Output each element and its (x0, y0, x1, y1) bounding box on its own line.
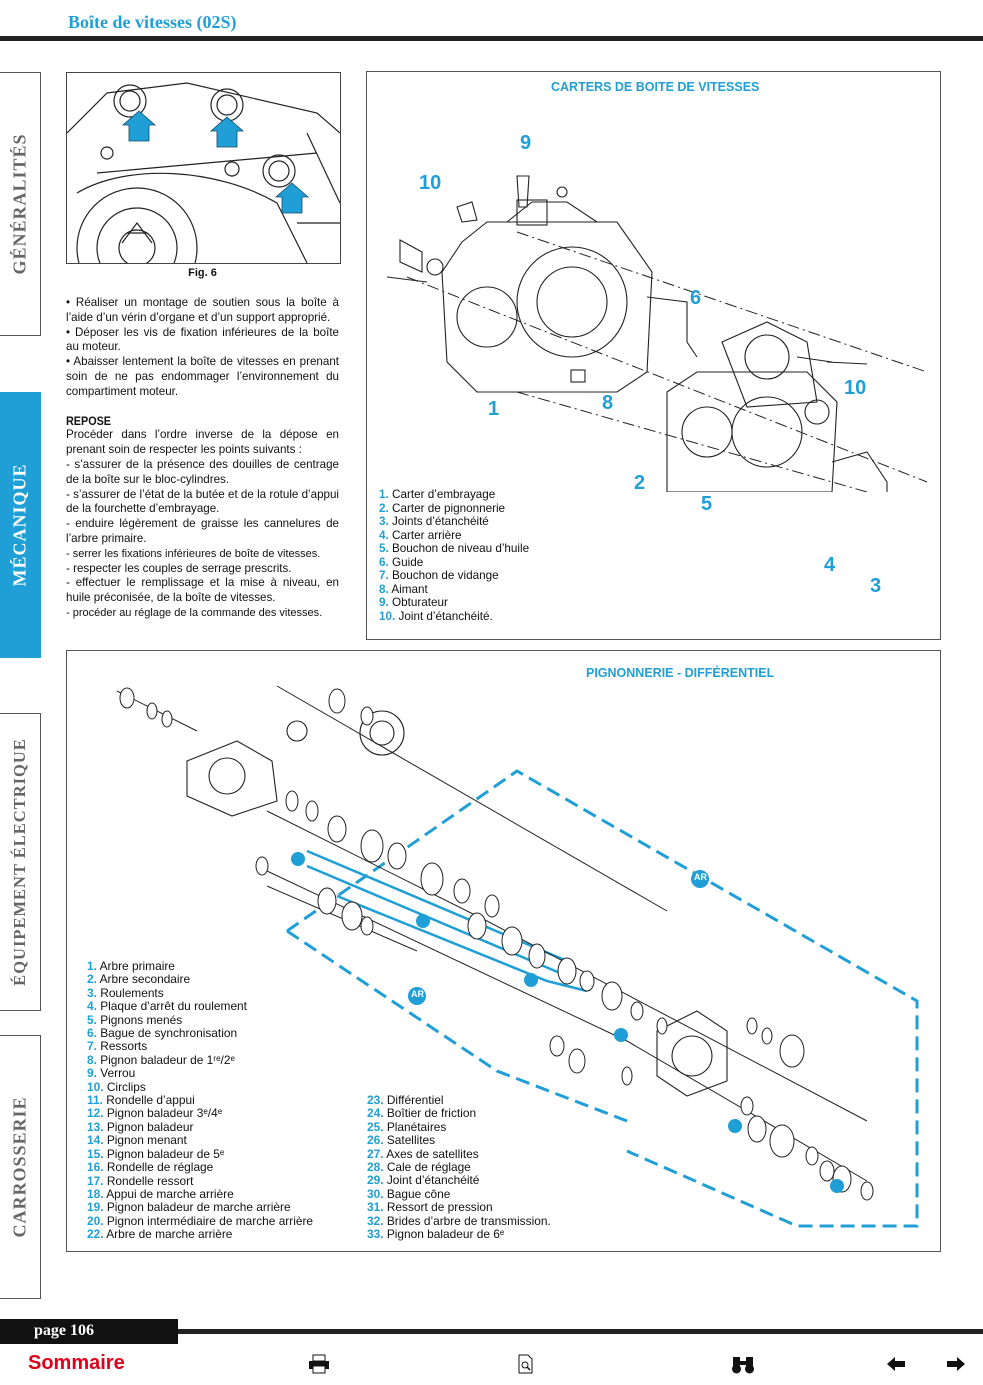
callout-3: 3 (870, 575, 882, 597)
pignonnerie-legend-right: 23. Différentiel 24. Boîtier de friction… (367, 1093, 551, 1242)
legend-item: 9. Obturateur (379, 596, 448, 609)
page-title: Boîte de vitesses (02S) (68, 12, 237, 32)
paragraph: - serrer les fixations inférieures de bo… (66, 547, 321, 560)
legend-item: 18. Appui de marche arrière (87, 1186, 234, 1201)
legend-item: 26. Satellites (367, 1133, 436, 1148)
legend-item: 8. Pignon baladeur de 1ʳᵉ/2ᵉ (87, 1052, 235, 1067)
callout-10b: 10 (844, 377, 867, 399)
sommaire-link[interactable]: Sommaire (28, 1352, 125, 1374)
legend-item: 29. Joint d’étanchéité (367, 1173, 480, 1188)
legend-item: 6. Guide (379, 555, 424, 569)
pignonnerie-exploded-diagram (116, 685, 919, 1228)
tab-equipement-electrique[interactable]: ÉQUIPEMENT ÉLECTRIQUE (0, 713, 41, 1011)
callout-2: 2 (634, 472, 646, 494)
procedure-text: • Réaliser un montage de soutien sous la… (66, 296, 339, 621)
tab-generalites[interactable]: GÉNÉRALITÉS (0, 72, 41, 336)
legend-item: 10. Joint d’étanchéité. (379, 609, 493, 623)
legend-item: 13. Pignon baladeur (87, 1119, 194, 1134)
figure-6-illustration (66, 72, 341, 264)
legend-item: 9. Verrou (87, 1066, 136, 1081)
carters-legend: 1. Carter d’embrayage 2. Carter de pigno… (379, 488, 529, 623)
tab-label: MÉCANIQUE (9, 463, 30, 587)
legend-item: 6. Bague de synchronisation (87, 1026, 238, 1041)
carters-panel: CARTERS DE BOITE DE VITESSES 9 (366, 71, 941, 640)
pignonnerie-legend-left: 1. Arbre primaire 2. Arbre secondaire 3.… (87, 959, 314, 1242)
tab-label: ÉQUIPEMENT ÉLECTRIQUE (10, 738, 29, 986)
legend-item: 19. Pignon baladeur de marche arrière (87, 1200, 291, 1215)
paragraph: - s’assurer de la présence des douilles … (66, 457, 339, 486)
legend-item: 22. Arbre de marche arrière (87, 1227, 233, 1242)
ar-label: AR (411, 989, 424, 999)
legend-item: 4. Plaque d’arrêt du roulement (87, 999, 247, 1014)
legend-item: 3. Roulements (87, 985, 164, 1000)
page-number: page 106 (34, 1322, 94, 1339)
tab-label: GÉNÉRALITÉS (9, 133, 30, 275)
ar-label: AR (694, 872, 707, 882)
legend-item: 8. Aimant (379, 582, 428, 596)
legend-item: 7. Bouchon de vidange (379, 569, 499, 582)
legend-item: 32. Brides d’arbre de transmission. (367, 1213, 551, 1228)
paragraph: - enduire légèrement de graisse les cann… (66, 517, 339, 545)
legend-item: 10. Circlips (87, 1079, 146, 1094)
legend-item: 5. Pignons menés (87, 1012, 183, 1027)
carters-title: CARTERS DE BOITE DE VITESSES (551, 80, 760, 94)
tab-mecanique[interactable]: MÉCANIQUE (0, 392, 41, 658)
carters-exploded-diagram (386, 175, 928, 492)
binoculars-icon[interactable] (731, 1354, 755, 1374)
legend-item: 23. Différentiel (367, 1093, 444, 1107)
paragraph: Procéder dans l’ordre inverse de la dépo… (66, 428, 339, 457)
paragraph: - respecter les couples de serrage presc… (66, 561, 292, 575)
callout-9: 9 (520, 132, 532, 154)
legend-item: 20. Pignon intermédiaire de marche arriè… (87, 1213, 314, 1228)
legend-item: 16. Rondelle de réglage (87, 1160, 214, 1175)
callout-10: 10 (419, 172, 442, 194)
legend-item: 31. Ressort de pression (367, 1200, 493, 1215)
print-icon[interactable] (308, 1354, 330, 1374)
legend-item: 11. Rondelle d’appui (87, 1093, 195, 1108)
legend-item: 1. Carter d’embrayage (379, 488, 496, 501)
paragraph: - procéder au réglage de la commande des… (66, 606, 323, 619)
legend-item: 12. Pignon baladeur 3ᵉ/4ᵉ (87, 1106, 223, 1121)
callout-1: 1 (488, 398, 500, 420)
callout-4: 4 (824, 554, 836, 576)
legend-item: 14. Pignon menant (87, 1133, 187, 1148)
legend-item: 24. Boîtier de friction (367, 1106, 477, 1121)
paragraph: • Abaisser lentement la boîte de vitesse… (66, 355, 339, 398)
legend-item: 28. Cale de réglage (367, 1160, 471, 1175)
legend-item: 15. Pignon baladeur de 5ᵉ (87, 1146, 225, 1161)
callout-5: 5 (701, 493, 713, 515)
header-rule (0, 36, 983, 41)
figure-6-caption: Fig. 6 (188, 267, 217, 279)
section-heading: REPOSE (66, 413, 112, 428)
pignonnerie-title: PIGNONNERIE - DIFFÉRENTIEL (586, 666, 775, 680)
legend-item: 4. Carter arrière (379, 528, 462, 542)
legend-item: 2. Carter de pignonnerie (379, 501, 506, 515)
callout-6: 6 (690, 287, 702, 309)
legend-item: 33. Pignon baladeur de 6ᵉ (367, 1227, 505, 1242)
legend-item: 25. Planétaires (367, 1119, 447, 1134)
arrow-left-icon[interactable] (886, 1354, 906, 1374)
legend-item: 30. Bague cône (367, 1186, 451, 1201)
pignonnerie-panel: PIGNONNERIE - DIFFÉRENTIEL (66, 650, 941, 1252)
legend-item: 7. Ressorts (87, 1039, 148, 1054)
page-number-tab: page 106 (0, 1319, 178, 1344)
paragraph: - effectuer le remplissage et la mise à … (66, 576, 339, 605)
callout-8: 8 (602, 392, 614, 414)
legend-item: 5. Bouchon de niveau d’huile (379, 542, 530, 555)
paragraph: • Déposer les vis de fixation inférieure… (66, 325, 339, 354)
paragraph: - s’assurer de l’état de la butée et de … (66, 487, 339, 516)
footer-rule (178, 1329, 983, 1334)
legend-item: 17. Rondelle ressort (87, 1173, 194, 1188)
search-document-icon[interactable] (517, 1354, 535, 1374)
paragraph: • Réaliser un montage de soutien sous la… (66, 296, 339, 324)
tab-carrosserie[interactable]: CARROSSERIE (0, 1035, 41, 1299)
arrow-right-icon[interactable] (946, 1354, 966, 1374)
tab-label: CARROSSERIE (9, 1096, 30, 1238)
legend-item: 2. Arbre secondaire (87, 972, 191, 987)
legend-item: 3. Joints d’étanchéité (379, 515, 489, 528)
legend-item: 1. Arbre primaire (87, 959, 175, 973)
legend-item: 27. Axes de satellites (367, 1146, 479, 1161)
